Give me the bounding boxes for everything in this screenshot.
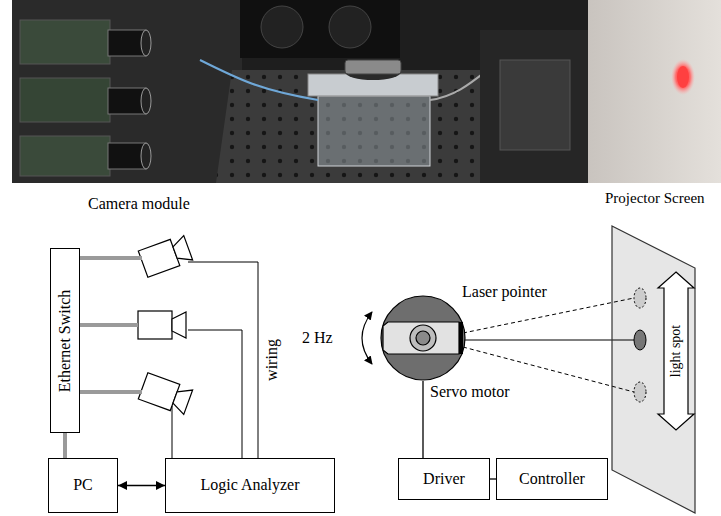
ethernet-cable [63, 433, 67, 458]
laser-spot [677, 66, 689, 88]
servo-hub [410, 325, 436, 351]
driver-box: Driver [398, 458, 490, 500]
pc-box: PC [48, 458, 118, 513]
camera-lens [141, 88, 151, 114]
box-label: Logic Analyzer [200, 476, 299, 494]
oscillation-arrow [362, 312, 372, 364]
photo-ground [12, 0, 721, 183]
camera-symbol [138, 311, 186, 339]
wire-label: wiring [263, 339, 281, 381]
light-spot [634, 330, 646, 350]
signal-wire [188, 330, 242, 458]
camera-lens [108, 88, 146, 114]
box-label: Controller [519, 470, 585, 488]
camera-body [138, 239, 180, 277]
camera-lens [108, 30, 146, 56]
frequency-label: 2 Hz [302, 329, 333, 347]
fan [329, 6, 371, 48]
laser-beam [463, 298, 634, 392]
camera-symbol [138, 235, 193, 278]
rack [12, 0, 242, 183]
camera-lens [108, 143, 146, 169]
laser-beam [463, 340, 634, 341]
signal-wire [188, 262, 258, 458]
box-label: PC [73, 476, 93, 494]
camera-body [20, 136, 110, 176]
light-spot [634, 288, 646, 308]
ethernet-cable [80, 323, 138, 327]
camera-lens [171, 385, 193, 414]
camera-body [138, 311, 172, 339]
laser-aperture [459, 322, 463, 354]
servo-disc [381, 296, 465, 380]
laser-body [383, 322, 459, 354]
ethernet-cable [80, 390, 142, 394]
equipment [480, 30, 590, 183]
camera-lens [141, 143, 151, 169]
servo-motor: Servo motor [380, 295, 466, 381]
screen-label: Projector Screen [605, 190, 705, 207]
camera-symbol [138, 373, 193, 416]
part-label: Laser pointer [462, 283, 547, 301]
camera-lens [171, 236, 193, 265]
motor-cable [422, 381, 423, 458]
analyzer-box: Logic Analyzer [165, 458, 335, 513]
laser-body [345, 60, 401, 74]
screen-photo [588, 0, 721, 183]
laser-spot [671, 59, 695, 95]
camera-body [138, 373, 180, 411]
box-label: Ethernet Switch [56, 289, 74, 392]
cable [200, 60, 318, 100]
ethernet-cable [80, 256, 142, 260]
box-label: Driver [423, 470, 465, 488]
signal-wire [172, 262, 258, 458]
switch-box: Ethernet Switch [50, 248, 80, 433]
range-label: light spot [668, 325, 684, 378]
camera-lens [141, 30, 151, 56]
data-link [118, 485, 165, 486]
fan [261, 6, 303, 48]
ethernet-cable [80, 258, 142, 392]
camera-body [20, 78, 110, 122]
screen-fill [612, 226, 695, 513]
servo-symbol [380, 295, 466, 381]
signal-wire [172, 406, 173, 458]
light-spot [634, 382, 646, 402]
stand [318, 96, 430, 166]
projector-screen: Projector Screenlight spot [605, 215, 700, 515]
fan-unit [240, 0, 400, 58]
part-label: Camera module [88, 195, 190, 213]
controller-box: Controller [496, 458, 608, 500]
camera-lens [172, 312, 186, 338]
part-label: Servo motor [430, 383, 510, 401]
screen-outline [612, 226, 695, 513]
servo-shaft [416, 331, 430, 345]
equipment [500, 60, 570, 150]
camera-body [20, 20, 110, 64]
screen-symbol [605, 215, 700, 515]
laser-beam [463, 298, 634, 333]
range-arrow [658, 272, 694, 430]
photo [12, 0, 721, 183]
